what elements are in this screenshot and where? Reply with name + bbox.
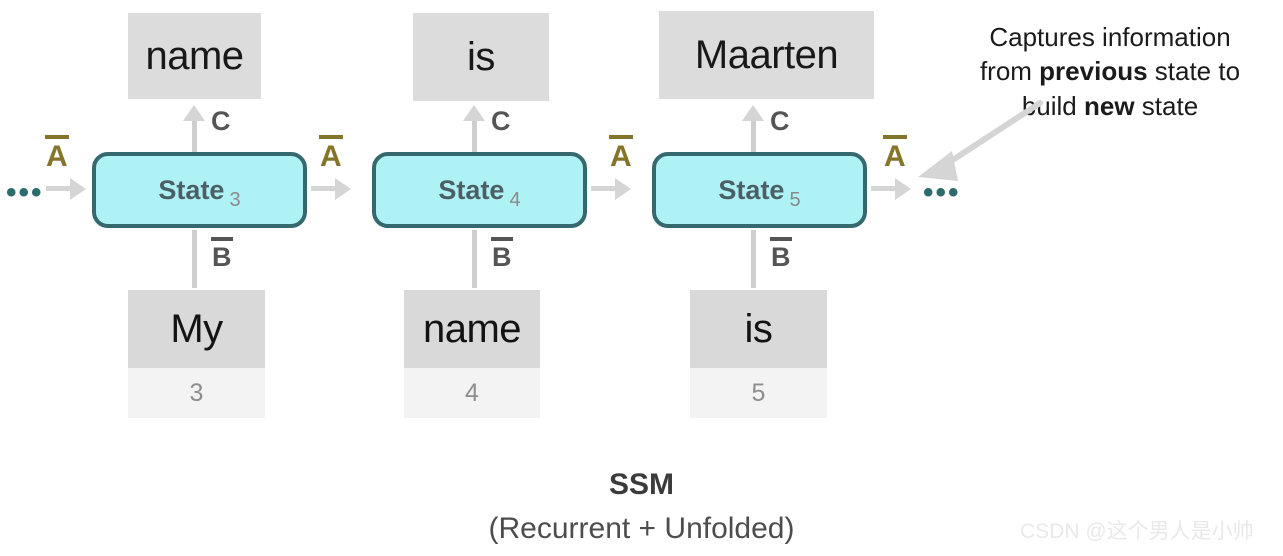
a-arrow-head-1 xyxy=(335,178,351,200)
input-token-index: 5 xyxy=(690,368,827,418)
input-token-box-3: is 5 xyxy=(690,290,827,418)
output-token-box-2: is xyxy=(413,13,549,101)
state-subscript: 3 xyxy=(229,188,241,211)
entry-arrow-head xyxy=(70,178,86,200)
output-token-box-1: name xyxy=(128,13,261,99)
exit-arrow-head xyxy=(895,178,911,200)
input-token-index: 4 xyxy=(404,368,540,418)
input-token-index: 3 xyxy=(128,368,265,418)
annotation-emphasis-new: new xyxy=(1083,90,1135,121)
watermark: CSDN @这个男人是小帅 xyxy=(1020,520,1254,543)
annotation-emphasis-previous: previous xyxy=(1039,56,1148,87)
c-arrow-head-2 xyxy=(463,105,485,121)
a-label-overline: A xyxy=(883,135,907,173)
a-label-0: A xyxy=(45,135,69,173)
output-token-label: name xyxy=(145,34,244,78)
output-token-label: is xyxy=(467,35,495,79)
b-label-overline: B xyxy=(770,237,791,272)
c-arrow-head-3 xyxy=(742,105,764,121)
input-token-word: My xyxy=(128,290,265,368)
output-token-label: Maarten xyxy=(694,33,839,77)
state-subscript: 5 xyxy=(789,188,801,211)
state-subscript: 4 xyxy=(509,188,521,211)
input-token-word: is xyxy=(690,290,827,368)
input-token-box-1: My 3 xyxy=(128,290,265,418)
b-label-overline: B xyxy=(211,237,232,272)
c-arrow-line-3 xyxy=(751,113,756,155)
caption-subtitle: (Recurrent + Unfolded) xyxy=(488,512,795,545)
ellipsis-left: ••• xyxy=(6,176,44,209)
caption-title: SSM xyxy=(608,468,674,501)
output-token-box-3: Maarten xyxy=(659,11,874,99)
a-arrow-head-2 xyxy=(615,178,631,200)
b-arrow-line-2 xyxy=(472,230,477,288)
annotation-line-1: Captures information xyxy=(989,22,1231,52)
b-label-overline: B xyxy=(491,237,512,272)
a-arrow-line-1 xyxy=(311,186,337,191)
input-token-word: name xyxy=(404,290,540,368)
annotation-pointer-arrow xyxy=(918,100,1043,181)
c-arrow-line-1 xyxy=(192,113,197,155)
a-label-1: A xyxy=(319,135,343,173)
annotation-line-2: from previous state to xyxy=(979,56,1241,87)
ellipsis-right: ••• xyxy=(923,176,961,209)
annotation-text: Captures information from previous state… xyxy=(940,20,1280,123)
entry-arrow-line xyxy=(46,186,72,191)
a-label-trailing: A xyxy=(883,135,907,173)
b-arrow-line-3 xyxy=(751,230,756,288)
c-label-2: C xyxy=(491,106,511,136)
b-label-2: B xyxy=(491,237,512,272)
a-label-overline: A xyxy=(609,135,633,173)
c-label-3: C xyxy=(770,106,790,136)
input-token-box-2: name 4 xyxy=(404,290,540,418)
c-arrow-line-2 xyxy=(472,113,477,155)
b-label-1: B xyxy=(211,237,232,272)
a-label-overline: A xyxy=(319,135,343,173)
c-arrow-head-1 xyxy=(183,105,205,121)
a-label-2: A xyxy=(609,135,633,173)
b-arrow-line-1 xyxy=(192,230,197,288)
a-arrow-line-2 xyxy=(591,186,617,191)
a-label-overline: A xyxy=(45,135,69,173)
c-label-1: C xyxy=(211,106,231,136)
b-label-3: B xyxy=(770,237,791,272)
exit-arrow-line xyxy=(871,186,897,191)
